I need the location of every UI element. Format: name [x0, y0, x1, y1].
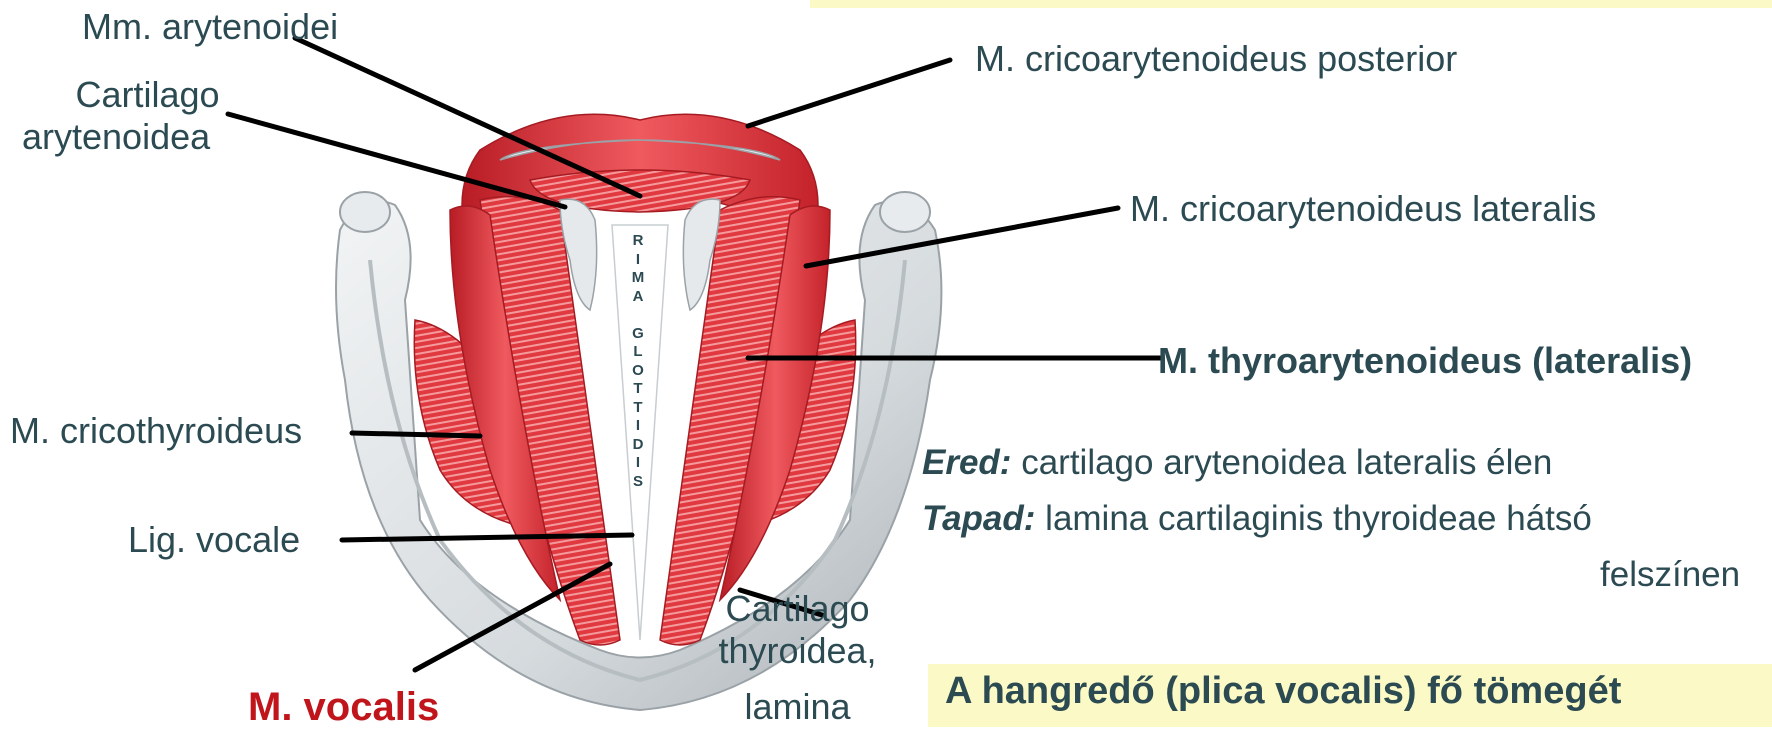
info-ered: Ered: cartilago arytenoidea lateralis él…	[922, 442, 1552, 484]
label-cartilago-arytenoidea-1: Cartilago	[50, 74, 245, 116]
info-tapad-cont: felszínen	[1600, 554, 1740, 596]
ered-key: Ered:	[922, 443, 1011, 482]
label-lig-vocale: Lig. vocale	[128, 519, 300, 561]
bottom-banner-text: A hangredő (plica vocalis) fő tömegét	[945, 670, 1621, 713]
label-cricoarytenoideus-lateralis: M. cricoarytenoideus lateralis	[1130, 188, 1596, 230]
label-mm-arytenoidei: Mm. arytenoidei	[82, 6, 338, 48]
label-cricothyroideus: M. cricothyroideus	[10, 410, 302, 452]
tapad-key: Tapad:	[922, 499, 1035, 538]
label-m-vocalis: M. vocalis	[248, 686, 439, 728]
label-cartilago-thyroidea-2: thyroidea,	[700, 630, 895, 672]
ered-text: cartilago arytenoidea lateralis élen	[1011, 443, 1552, 482]
info-tapad: Tapad: lamina cartilaginis thyroideae há…	[922, 498, 1592, 540]
label-cartilago-arytenoidea-2: arytenoidea	[22, 116, 210, 158]
label-cartilago-thyroidea-1: Cartilago	[700, 588, 895, 630]
label-cricoarytenoideus-posterior: M. cricoarytenoideus posterior	[975, 38, 1457, 80]
tapad-text: lamina cartilaginis thyroideae hátsó	[1035, 499, 1591, 538]
label-cartilago-thyroidea-3: lamina	[700, 686, 895, 728]
label-thyroarytenoideus: M. thyroarytenoideus (lateralis)	[1158, 340, 1692, 382]
